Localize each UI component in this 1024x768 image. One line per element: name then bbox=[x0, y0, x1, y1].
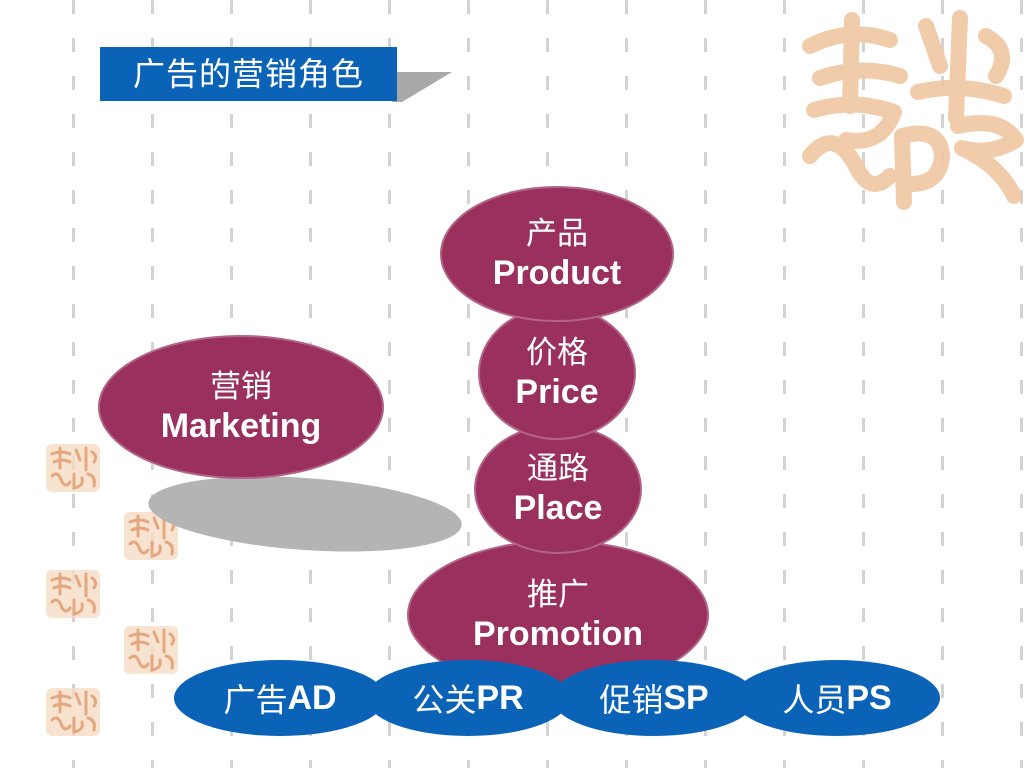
tool-ad-label-en: AD bbox=[287, 678, 337, 717]
product-ellipse: 产品 Product bbox=[440, 186, 674, 322]
marketing-ellipse: 营销 Marketing bbox=[98, 335, 384, 479]
tool-ps-label-cn: 人员 bbox=[782, 681, 847, 719]
product-label-cn: 产品 bbox=[526, 216, 588, 252]
marketing-label-en: Marketing bbox=[160, 407, 322, 445]
calligraphy-seal-icon bbox=[802, 10, 1024, 210]
page-title: 广告的营销角色 bbox=[100, 47, 397, 101]
marketing-label-cn: 营销 bbox=[210, 369, 272, 405]
place-ellipse: 通路 Place bbox=[474, 424, 642, 554]
seal-icon-2 bbox=[124, 512, 178, 560]
tool-ad-label-cn: 广告 bbox=[223, 681, 288, 719]
tool-pr-label-en: PR bbox=[476, 678, 524, 717]
place-label-en: Place bbox=[513, 489, 603, 527]
product-label-en: Product bbox=[492, 254, 622, 292]
tool-pr-label-cn: 公关 bbox=[412, 681, 477, 719]
seal-icon-3 bbox=[46, 570, 100, 618]
place-label-cn: 通路 bbox=[527, 451, 589, 487]
price-label-en: Price bbox=[515, 373, 599, 411]
seal-icon-4 bbox=[124, 626, 178, 674]
price-ellipse: 价格 Price bbox=[478, 306, 636, 440]
seal-icon-1 bbox=[46, 444, 100, 492]
tool-sp-label-en: SP bbox=[663, 678, 709, 717]
promotion-label-cn: 推广 bbox=[527, 577, 589, 613]
tool-ps-label-en: PS bbox=[846, 678, 892, 717]
price-label-cn: 价格 bbox=[526, 335, 588, 371]
tool-sp-label-cn: 促销 bbox=[599, 681, 664, 719]
title-wedge-shadow bbox=[392, 72, 452, 102]
promotion-label-en: Promotion bbox=[473, 615, 643, 653]
seal-icon-5 bbox=[46, 688, 100, 736]
